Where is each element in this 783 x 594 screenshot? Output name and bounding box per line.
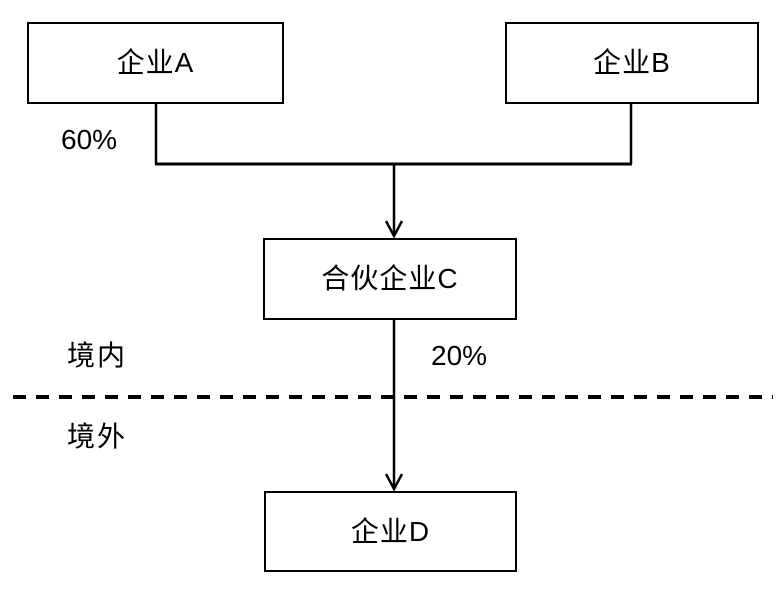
- node-company-b-label: 企业B: [593, 47, 671, 78]
- arrowhead-to-c-icon: [384, 220, 404, 239]
- region-label-offshore: 境外: [67, 421, 128, 452]
- node-company-b: 企业B: [505, 22, 759, 104]
- node-company-a: 企业A: [27, 22, 284, 104]
- node-company-d-label: 企业D: [350, 515, 431, 547]
- region-label-onshore: 境内: [67, 340, 128, 371]
- edge-label-20-percent: 20%: [431, 340, 488, 371]
- node-partnership-c-label: 合伙企业C: [321, 263, 459, 294]
- arrowhead-to-d-icon: [384, 473, 404, 492]
- node-company-a-label: 企业A: [116, 47, 195, 78]
- node-partnership-c: 合伙企业C: [263, 238, 517, 320]
- edge-label-60-percent: 60%: [61, 124, 118, 155]
- node-company-d: 企业D: [264, 491, 517, 572]
